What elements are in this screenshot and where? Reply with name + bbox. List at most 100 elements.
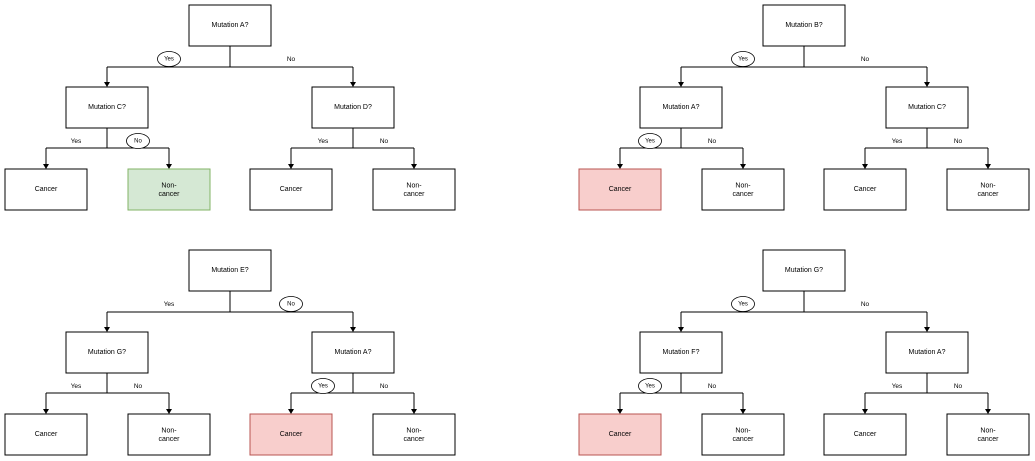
edge-label-circled: Yes	[738, 302, 748, 308]
root-node-label: Mutation G?	[785, 267, 823, 274]
root-node-label: Mutation A?	[212, 22, 249, 29]
decision-node	[65, 331, 149, 374]
tree-mutation-g-drawing: Mutation G? Mutation F? Cancer Non-cancer Mu…	[578, 249, 1030, 456]
decision-node	[311, 86, 395, 129]
edge-label: No	[954, 138, 963, 145]
arrowhead	[350, 82, 356, 87]
edge-label: Yes	[892, 138, 903, 145]
edge-label: No	[861, 56, 870, 63]
decision-node-label: Mutation C?	[88, 104, 126, 111]
arrowhead	[862, 409, 868, 414]
root-node	[188, 249, 272, 292]
leaf-node-label: Cancer	[280, 186, 303, 193]
leaf-node-label: Cancer	[35, 186, 58, 193]
root-node	[188, 4, 272, 47]
leaf-node-label: Non-cancer	[403, 427, 425, 443]
arrowhead	[924, 82, 930, 87]
leaf-node-label: Non-cancer	[403, 182, 425, 198]
arrowhead	[166, 409, 172, 414]
root-node	[762, 4, 846, 47]
edge-label-circled: Yes	[318, 384, 328, 390]
decision-node-label: Mutation A?	[909, 349, 946, 356]
decision-node	[639, 331, 723, 374]
arrowhead	[104, 327, 110, 332]
arrowhead	[985, 409, 991, 414]
arrowhead	[740, 164, 746, 169]
decision-node	[639, 86, 723, 129]
edge-label-circled: Yes	[645, 384, 655, 390]
arrowhead	[411, 409, 417, 414]
leaf-node-label: Cancer	[609, 186, 632, 193]
decision-node-label: Mutation C?	[908, 104, 946, 111]
leaf-node-label: Non-cancer	[732, 182, 754, 198]
edge-label-circle	[126, 133, 150, 149]
arrowhead	[985, 164, 991, 169]
leaf-node	[127, 168, 211, 211]
leaf-node-label: Non-cancer	[732, 427, 754, 443]
leaf-node	[578, 168, 662, 211]
decision-node	[885, 86, 969, 129]
leaf-node-label: Cancer	[609, 431, 632, 438]
leaf-node-label: Cancer	[35, 431, 58, 438]
edge-label-circled: No	[134, 139, 142, 145]
leaf-node-label: Non-cancer	[977, 182, 999, 198]
edge-label: No	[380, 138, 389, 145]
tree-mutation-e-drawing: Mutation E?Mutation G?CancerNon-cancerMu…	[4, 249, 456, 456]
edge-label-circle	[638, 133, 662, 149]
edge-label: No	[708, 383, 717, 390]
arrowhead	[43, 409, 49, 414]
edge-label: Yes	[71, 138, 82, 145]
edge-label: Yes	[71, 383, 82, 390]
leaf-node	[701, 413, 785, 456]
edge-label-circle	[731, 51, 755, 67]
root-node-label: Mutation B?	[785, 22, 822, 29]
decision-node-label: Mutation F?	[663, 349, 700, 356]
arrowhead	[43, 164, 49, 169]
arrowhead	[678, 82, 684, 87]
arrowhead	[740, 409, 746, 414]
arrowhead	[617, 409, 623, 414]
tree-mutation-b-drawing: Mutation B? Mutation A? Cancer Non-cancer Mu…	[578, 4, 1030, 211]
leaf-node-label: Cancer	[854, 431, 877, 438]
arrowhead	[678, 327, 684, 332]
root-node-label: Mutation E?	[211, 267, 248, 274]
leaf-node	[701, 168, 785, 211]
edge-label: No	[380, 383, 389, 390]
leaf-node	[249, 413, 333, 456]
leaf-node-label: Non-cancer	[977, 427, 999, 443]
leaf-node-label: Non-cancer	[158, 427, 180, 443]
leaf-node	[823, 168, 907, 211]
edge-label-circle	[311, 378, 335, 394]
tree-mutation-a-drawing: Mutation A?Mutation C?CancerNon-cancerMu…	[4, 4, 456, 211]
edge-label-circle	[638, 378, 662, 394]
leaf-node	[372, 168, 456, 211]
leaf-node-label: Non-cancer	[158, 182, 180, 198]
decision-node	[311, 331, 395, 374]
arrowhead	[617, 164, 623, 169]
leaf-node-label: Cancer	[280, 431, 303, 438]
leaf-node	[946, 413, 1030, 456]
arrowhead	[104, 82, 110, 87]
edge-label-circled: No	[287, 302, 295, 308]
leaf-node	[372, 413, 456, 456]
edge-label-circled: Yes	[738, 57, 748, 63]
edge-label: Yes	[318, 138, 329, 145]
leaf-node	[578, 413, 662, 456]
edge-label-circle	[731, 296, 755, 312]
edge-label-circle	[157, 51, 181, 67]
edge-label-circled: Yes	[645, 139, 655, 145]
decision-node-label: Mutation A?	[335, 349, 372, 356]
arrowhead	[166, 164, 172, 169]
edge-label: No	[287, 56, 296, 63]
edge-label-circled: Yes	[164, 57, 174, 63]
arrowhead	[862, 164, 868, 169]
edge-label: No	[134, 383, 143, 390]
decision-node-label: Mutation A?	[663, 104, 700, 111]
edge-label: No	[861, 301, 870, 308]
tree-mutation-b: Mutation B? Mutation A? Cancer Non-cancer Mu…	[574, 0, 1035, 216]
leaf-node	[249, 168, 333, 211]
leaf-node	[946, 168, 1030, 211]
